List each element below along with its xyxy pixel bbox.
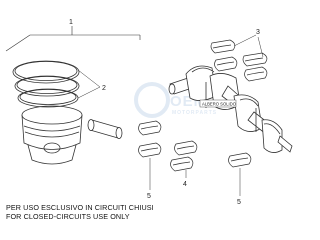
leader-lines-4-5 [149, 158, 241, 196]
assembly-bracket [5, 26, 141, 52]
bearing-shell-center [170, 140, 198, 172]
svg-text:MOTORPARTS: MOTORPARTS [172, 110, 217, 116]
callout-5-right: 5 [237, 199, 241, 206]
bearing-shell-group-top [210, 39, 268, 82]
callout-2: 2 [102, 85, 106, 92]
piston-rings [12, 60, 80, 108]
crankshaft [168, 65, 293, 153]
callout-5-left: 5 [147, 193, 151, 200]
leader-lines-2 [77, 69, 101, 99]
exploded-parts-diagram: OEM MOTORPARTS 1 2 [5, 19, 293, 206]
callout-4: 4 [183, 181, 187, 188]
callout-1: 1 [69, 19, 73, 26]
closed-circuit-note-italian: PER USO ESCLUSIVO IN CIRCUITI CHIUSI [6, 203, 154, 212]
shaft-stamp: ALBERO SOLIDO [199, 99, 237, 108]
closed-circuit-note-english: FOR CLOSED-CIRCUITS USE ONLY [6, 212, 130, 221]
bearing-shell-left-upper [138, 120, 162, 136]
leader-lines-3 [233, 34, 264, 58]
piston-pin [87, 119, 123, 139]
callout-3: 3 [256, 29, 260, 36]
bearing-shell-right [228, 152, 252, 168]
svg-text:ALBERO SOLIDO: ALBERO SOLIDO [202, 102, 237, 107]
bearing-shell-left-lower [138, 142, 162, 158]
piston [21, 105, 83, 165]
